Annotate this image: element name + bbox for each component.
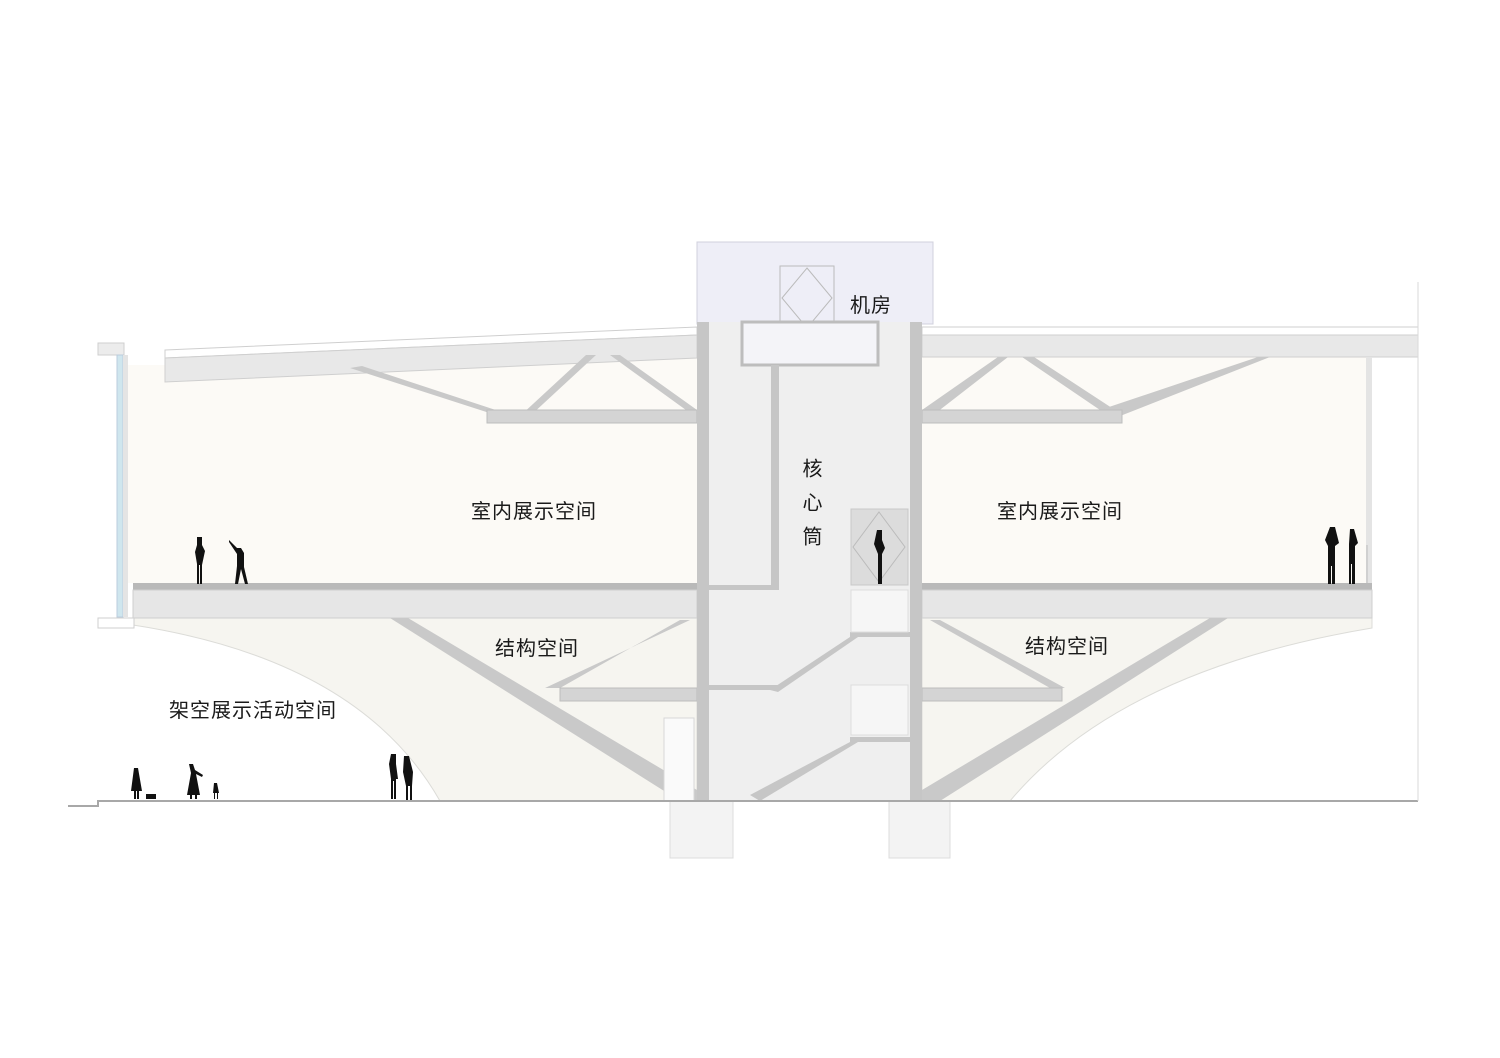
right-roof-brace bbox=[1100, 357, 1270, 418]
right-interior-space bbox=[922, 350, 1372, 583]
left-roof-brace bbox=[350, 366, 520, 418]
person-figure bbox=[131, 768, 142, 799]
right-lower-chord bbox=[921, 687, 1063, 702]
ground-line bbox=[68, 800, 1418, 807]
core-slab bbox=[709, 685, 779, 690]
indoor-exhibition-left-label: 室内展示空间 bbox=[471, 499, 597, 523]
left-underside-shell bbox=[132, 617, 698, 802]
machine-room-label: 机房 bbox=[850, 293, 892, 317]
right-roof-brace bbox=[1022, 357, 1115, 410]
core-machine-pit bbox=[740, 320, 880, 367]
machine-room bbox=[696, 241, 934, 325]
left-floor-beam bbox=[132, 589, 698, 619]
structural-space-left-label: 结构空间 bbox=[495, 636, 579, 660]
left-lower-brace bbox=[390, 618, 697, 801]
right-lower-brace bbox=[922, 618, 1228, 801]
right-foundation bbox=[888, 800, 951, 859]
left-floor-slab bbox=[133, 583, 697, 590]
right-wall bbox=[1366, 357, 1372, 583]
right-floor-beam bbox=[921, 589, 1373, 619]
stair-flight-upper bbox=[770, 637, 858, 692]
core-tube-label: 核心筒 bbox=[799, 458, 823, 560]
structural-space-right-label: 结构空间 bbox=[1025, 634, 1109, 658]
person-figure bbox=[403, 756, 413, 800]
core-slab bbox=[709, 585, 779, 590]
right-floor-slab bbox=[922, 583, 1372, 590]
left-glass-wall bbox=[116, 354, 124, 618]
left-curtain-frame bbox=[123, 355, 128, 617]
child-figure bbox=[213, 783, 219, 799]
left-roof-brace bbox=[520, 355, 596, 416]
left-roof-brace bbox=[610, 355, 697, 418]
elevator-shaft-rails bbox=[850, 684, 909, 736]
right-roof-truss-chord bbox=[921, 409, 1123, 424]
right-roof-panels bbox=[921, 326, 1419, 336]
core-right-wall bbox=[910, 322, 922, 801]
left-roof-truss-chord bbox=[486, 409, 698, 424]
elevator-shaft-rails bbox=[850, 589, 909, 633]
left-parapet bbox=[97, 342, 125, 356]
right-roof-beam bbox=[921, 334, 1419, 358]
dog-figure bbox=[146, 794, 156, 799]
left-lower-brace bbox=[545, 620, 690, 688]
landing-slab bbox=[850, 632, 920, 637]
person-figure bbox=[389, 754, 398, 799]
stair-flight-lower bbox=[750, 742, 858, 801]
left-edge-detail bbox=[97, 617, 135, 629]
person-figure bbox=[1349, 529, 1358, 584]
person-figure bbox=[229, 540, 248, 584]
elevated-activity-space-label: 架空展示活动空间 bbox=[169, 698, 337, 722]
core-left-wall bbox=[697, 322, 709, 801]
left-lower-chord bbox=[559, 687, 698, 702]
person-figure bbox=[195, 537, 205, 584]
left-glass-panel bbox=[663, 717, 695, 802]
person-figure bbox=[874, 530, 885, 584]
right-underside-shell bbox=[921, 617, 1373, 802]
right-lower-brace bbox=[930, 620, 1065, 688]
people-figures bbox=[131, 527, 1358, 800]
core-inner-wall bbox=[771, 365, 779, 587]
right-roof-brace bbox=[922, 357, 1008, 416]
landing-slab bbox=[850, 737, 920, 742]
indoor-exhibition-right-label: 室内展示空间 bbox=[997, 499, 1123, 523]
left-foundation bbox=[669, 800, 734, 859]
person-figure bbox=[1325, 527, 1339, 584]
person-figure bbox=[187, 764, 203, 799]
left-interior-space bbox=[122, 340, 697, 583]
